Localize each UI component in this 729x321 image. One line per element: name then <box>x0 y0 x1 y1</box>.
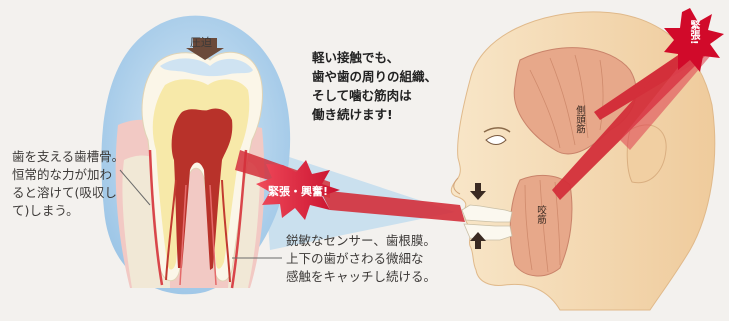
sensor-text-line: 上下の歯がさわる微細な <box>286 250 436 268</box>
bone-description: 歯を支える歯槽骨。 恒常的な力が加わ ると溶けて(吸収し て)しまう。 <box>12 148 124 220</box>
lower-teeth <box>464 224 512 240</box>
temporalis-label: 側頭筋 <box>570 105 588 134</box>
headline-line: 働き続けます! <box>312 105 437 124</box>
sensor-description: 鋭敏なセンサー、歯根膜。 上下の歯がさわる微細な 感触をキャッチし続ける。 <box>286 232 436 286</box>
masseter-label: 咬筋 <box>531 205 549 224</box>
bone-text-line: て)しまう。 <box>12 202 124 220</box>
headline-line: そして噛む筋肉は <box>312 86 437 105</box>
sensor-text-line: 鋭敏なセンサー、歯根膜。 <box>286 232 436 250</box>
headline-line: 軽い接触でも、 <box>312 48 437 67</box>
burst-corner-label: 緊張! <box>686 20 701 45</box>
bone-text-line: 歯を支える歯槽骨。 <box>12 148 124 166</box>
headline: 軽い接触でも、 歯や歯の周りの組織、 そして噛む筋肉は 働き続けます! <box>312 48 437 124</box>
burst-center-label: 緊張・興奮! <box>268 183 328 199</box>
sensor-text-line: 感触をキャッチし続ける。 <box>286 268 436 286</box>
bone-text-line: ると溶けて(吸収し <box>12 184 124 202</box>
headline-line: 歯や歯の周りの組織、 <box>312 67 437 86</box>
bone-text-line: 恒常的な力が加わ <box>12 166 124 184</box>
pressure-label: 圧迫 <box>190 34 212 52</box>
